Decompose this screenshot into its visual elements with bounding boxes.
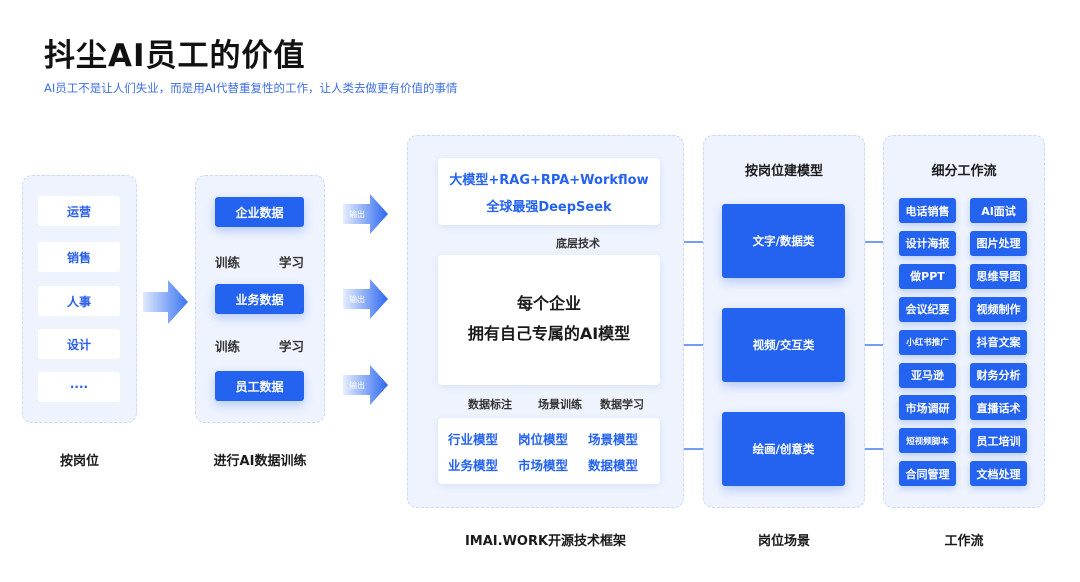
training-caption: 进行AI数据训练 (213, 454, 307, 469)
enterprise-data-block: 企业数据 (215, 197, 304, 227)
position-item: 设计 (38, 329, 120, 359)
output-arrow-icon (343, 279, 388, 319)
workflow-item: 图片处理 (970, 230, 1027, 256)
position-item: 人事 (38, 286, 120, 316)
scene-drawing-creative: 绘画/创意类 (722, 412, 845, 486)
model-item: 市场模型 (518, 458, 569, 473)
learn-label: 学习 (279, 339, 305, 354)
workflow-item: 思维导图 (970, 263, 1027, 289)
workflow-item: 小红书推广 (899, 329, 956, 355)
scenes-header: 按岗位建模型 (744, 164, 823, 179)
workflow-item: 员工培训 (970, 428, 1027, 454)
business-data-block: 业务数据 (215, 284, 304, 314)
workflow-item: 亚马逊 (899, 362, 956, 388)
step-scene-training: 场景训练 (538, 398, 582, 411)
workflow-header: 细分工作流 (931, 164, 997, 179)
workflow-item: 财务分析 (970, 362, 1027, 388)
workflow-item: 市场调研 (899, 395, 956, 421)
workflow-item: 文档处理 (970, 461, 1027, 487)
workflow-item: 设计海报 (899, 230, 956, 256)
workflow-item: 合同管理 (899, 461, 956, 487)
tech-stack-line1: 大模型+RAG+RPA+Workflow (449, 173, 649, 188)
scenes-caption: 岗位场景 (757, 534, 810, 549)
output-arrow-icon (343, 365, 388, 405)
positions-caption: 按岗位 (59, 454, 99, 469)
workflow-item: 抖音文案 (970, 329, 1027, 355)
exclusive-model-card (438, 255, 660, 385)
workflow-item: 视频制作 (970, 296, 1027, 322)
scene-text-data: 文字/数据类 (722, 204, 845, 278)
model-item: 场景模型 (588, 432, 639, 447)
step-data-annotation: 数据标注 (468, 398, 512, 411)
workflow-caption: 工作流 (944, 534, 984, 549)
models-card (438, 418, 660, 484)
model-item: 数据模型 (588, 458, 639, 473)
framework-caption: IMAI.WORK开源技术框架 (464, 534, 627, 549)
exclusive-model-line2: 拥有自己专属的AI模型 (467, 324, 631, 343)
workflow-item: 做PPT (899, 263, 956, 289)
scene-video-interactive: 视频/交互类 (722, 308, 845, 382)
train-label: 训练 (215, 255, 241, 270)
workflow-item: 直播话术 (970, 395, 1027, 421)
output-label: 输出 (349, 295, 365, 304)
model-item: 业务模型 (448, 458, 499, 473)
model-item: 岗位模型 (518, 432, 569, 447)
page-title: 抖尘AI员工的价值 (44, 38, 306, 74)
exclusive-model-line1: 每个企业 (516, 294, 581, 313)
workflow-item: 短视频脚本 (899, 428, 956, 454)
position-item: 销售 (38, 242, 120, 272)
tech-stack-card (438, 158, 660, 225)
position-item: ···· (38, 372, 120, 402)
tech-stack-line2: 全球最强DeepSeek (486, 200, 612, 215)
output-arrow-icon (343, 194, 388, 234)
output-label: 输出 (349, 381, 365, 390)
step-data-learning: 数据学习 (600, 398, 644, 411)
model-item: 行业模型 (448, 432, 499, 447)
employee-data-block: 员工数据 (215, 371, 304, 401)
train-label: 训练 (215, 339, 241, 354)
base-tech-label: 底层技术 (556, 237, 600, 250)
position-item: 运营 (38, 196, 120, 226)
big-right-arrow-icon (143, 280, 188, 324)
workflow-item: 电话销售 (899, 198, 956, 223)
workflow-item: AI面试 (970, 198, 1027, 223)
workflow-item: 会议纪要 (899, 296, 956, 322)
page-subtitle: AI员工不是让人们失业，而是用AI代替重复性的工作，让人类去做更有价值的事情 (44, 81, 458, 95)
output-label: 输出 (349, 210, 365, 219)
learn-label: 学习 (279, 255, 305, 270)
